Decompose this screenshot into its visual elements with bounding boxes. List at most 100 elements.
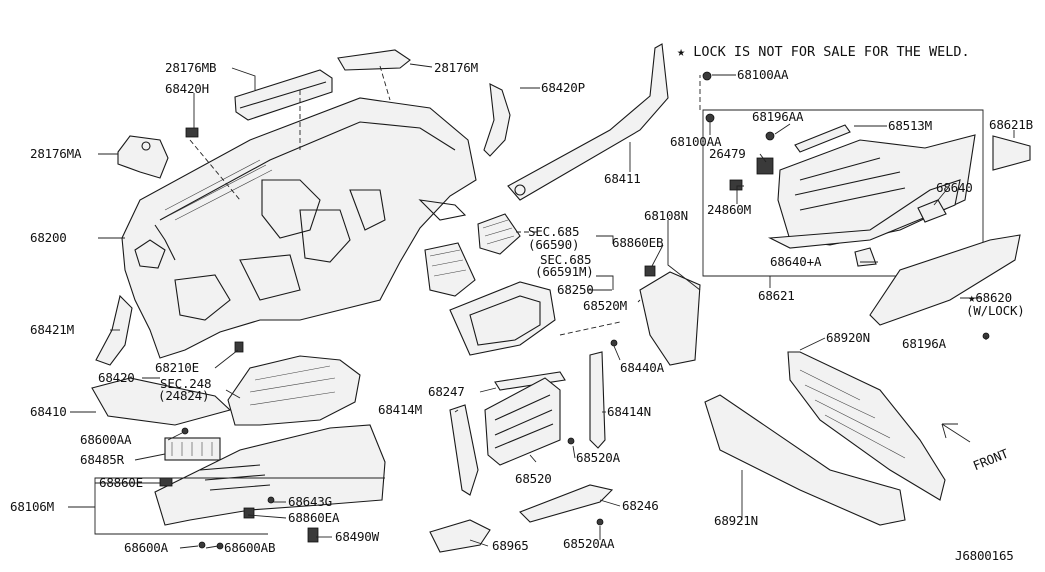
- callout-68210E: 68210E: [155, 360, 199, 375]
- part-68643G: [267, 496, 275, 504]
- callout-68513M: 68513M: [888, 118, 932, 133]
- part-68420H: [185, 127, 199, 138]
- part-68640: [917, 199, 947, 223]
- callout-68520A: 68520A: [576, 450, 621, 465]
- callout-68420: 68420: [98, 370, 135, 385]
- part-68520M: [639, 271, 701, 366]
- part-68600A: [198, 541, 206, 549]
- part-68920N: [787, 351, 946, 501]
- part-meter-24824: [227, 355, 361, 426]
- leader-lines: [68, 63, 1015, 549]
- part-68100AA-mid: [705, 113, 715, 123]
- part-68520: [484, 377, 561, 466]
- callout-68600A: 68600A: [124, 540, 169, 555]
- part-68620: [869, 234, 1021, 326]
- callout-68520M: 68520M: [583, 298, 627, 313]
- callout-68520AA: 68520AA: [563, 536, 615, 551]
- front-arrow: [941, 423, 971, 443]
- callout-68440A: 68440A: [620, 360, 665, 375]
- callout-wlock: (W/LOCK): [966, 303, 1025, 318]
- callout-sec685-b: SEC.685: [540, 252, 591, 267]
- callout-66591M: (66591M): [535, 264, 594, 279]
- callout-68860E: 68860E: [99, 475, 143, 490]
- part-68414M: [449, 404, 479, 496]
- callout-68250: 68250: [557, 282, 594, 297]
- part-26479: [756, 157, 774, 175]
- part-68414N: [589, 351, 606, 449]
- callout-28176MA: 28176MA: [30, 146, 82, 161]
- callout-68100AA-mid: 68100AA: [670, 134, 722, 149]
- callout-68920N: 68920N: [826, 330, 870, 345]
- part-68965: [429, 519, 491, 553]
- part-68600AA: [181, 427, 189, 435]
- part-28176MB: [234, 69, 333, 121]
- callout-24824: (24824): [158, 388, 209, 403]
- diagram-code: J6800165: [955, 548, 1014, 563]
- callout-68921N: 68921N: [714, 513, 758, 528]
- callout-68200: 68200: [30, 230, 67, 245]
- part-68520AA: [596, 518, 604, 526]
- callout-68600AA: 68600AA: [80, 432, 132, 447]
- part-68200-instrument-panel: [121, 97, 477, 359]
- part-vent-66590: [477, 213, 521, 255]
- callout-68420P: 68420P: [541, 80, 585, 95]
- callout-68410: 68410: [30, 404, 67, 419]
- part-68210E: [234, 341, 244, 353]
- part-68440A: [610, 339, 618, 347]
- part-68250: [449, 281, 556, 356]
- callout-68421M: 68421M: [30, 322, 74, 337]
- callout-68414M: 68414M: [378, 402, 422, 417]
- part-68421M: [95, 294, 133, 366]
- part-24860M: [729, 179, 743, 191]
- part-68485R: [164, 437, 221, 461]
- callout-68196AA-top: 68196AA: [752, 109, 804, 124]
- part-68410: [91, 377, 232, 426]
- part-68106M: [154, 424, 386, 526]
- part-28176MA: [117, 135, 169, 179]
- callout-68600AB: 68600AB: [224, 540, 275, 555]
- note-lock-not-for-sale: ★ LOCK IS NOT FOR SALE FOR THE WELD.: [677, 44, 970, 60]
- callout-68640A: 68640+A: [770, 254, 822, 269]
- callout-68643G: 68643G: [288, 494, 332, 509]
- part-68921N: [704, 394, 906, 526]
- callout-24860M: 24860M: [707, 202, 751, 217]
- callout-68411: 68411: [604, 171, 641, 186]
- callout-68621: 68621: [758, 288, 795, 303]
- callout-sec685-a: SEC.685: [528, 224, 579, 239]
- callout-66590: (66590): [528, 237, 579, 252]
- callout-68860EB: 68860EB: [612, 235, 663, 250]
- part-68420P: [483, 83, 511, 157]
- callout-68414N: 68414N: [607, 404, 651, 419]
- part-68621B: [992, 135, 1031, 171]
- callout-68965: 68965: [492, 538, 529, 553]
- front-label: FRONT: [971, 445, 1011, 473]
- callout-68100AA-top: 68100AA: [737, 67, 789, 82]
- part-68196AA-top: [765, 131, 775, 141]
- callout-68196A: 68196A: [902, 336, 947, 351]
- callout-68246: 68246: [622, 498, 659, 513]
- callout-68620: ★68620: [968, 290, 1012, 305]
- part-68247: [494, 371, 566, 391]
- callout-28176M: 28176M: [434, 60, 478, 75]
- part-68860EB: [644, 265, 656, 277]
- callout-68108N: 68108N: [644, 208, 688, 223]
- part-68520A: [567, 437, 575, 445]
- callout-68247: 68247: [428, 384, 465, 399]
- callout-68485R: 68485R: [80, 452, 125, 467]
- callout-26479: 26479: [709, 146, 746, 161]
- part-68100AA-top: [702, 71, 712, 81]
- part-68860EA: [243, 507, 255, 519]
- callout-68420H: 68420H: [165, 81, 209, 96]
- callout-68621B: 68621B: [989, 117, 1033, 132]
- callout-68106M: 68106M: [10, 499, 54, 514]
- callout-sec248: SEC.248: [160, 376, 211, 391]
- part-68490W: [307, 527, 319, 543]
- part-68411: [507, 43, 669, 201]
- callout-28176MB: 28176MB: [165, 60, 216, 75]
- callout-68490W: 68490W: [335, 529, 380, 544]
- callout-68640: 68640: [936, 180, 973, 195]
- callout-68520: 68520: [515, 471, 552, 486]
- callout-68860EA: 68860EA: [288, 510, 340, 525]
- part-68513M: [794, 124, 851, 153]
